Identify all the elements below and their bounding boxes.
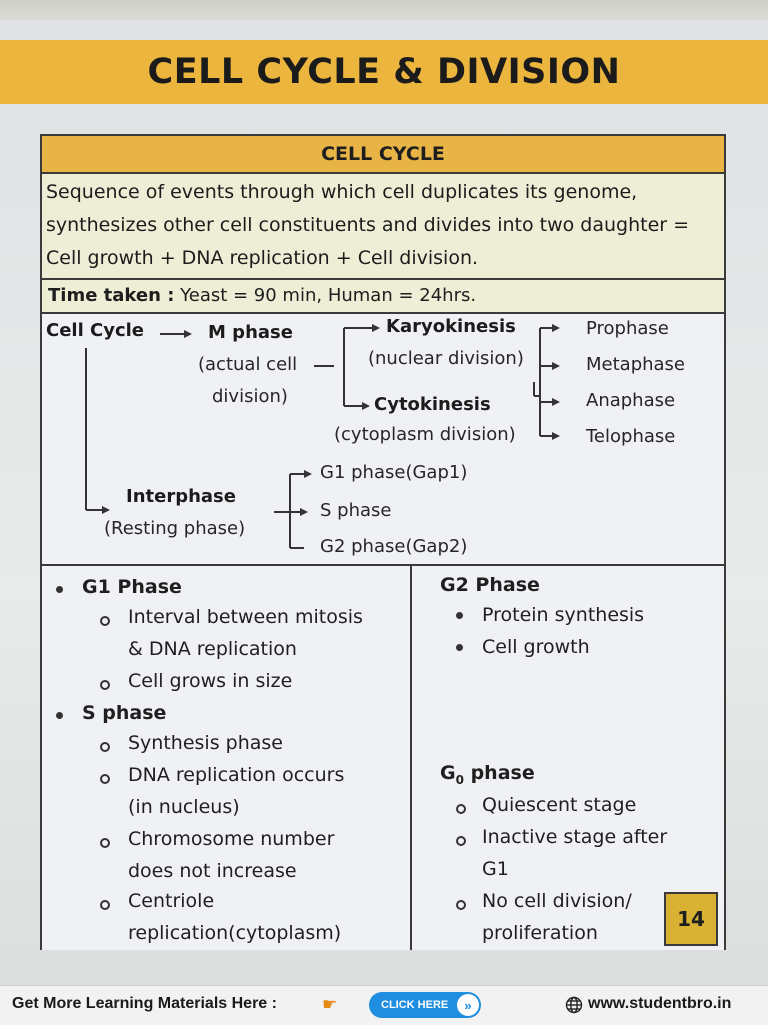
cell-cycle-diagram: Cell Cycle M phase (actual cell division… (42, 314, 724, 566)
g2-phase-label: G2 phase(Gap2) (320, 536, 468, 557)
telophase-label: Telophase (586, 426, 676, 447)
definition-box: Sequence of events through which cell du… (42, 174, 724, 278)
time-taken-row: Time taken : Yeast = 90 min, Human = 24h… (42, 278, 724, 314)
column-divider (410, 566, 412, 950)
time-value: Yeast = 90 min, Human = 24hrs. (180, 285, 477, 306)
circle-bullet-icon (456, 804, 466, 814)
m-phase-note-1: (actual cell (198, 354, 298, 375)
g0-item-1: Quiescent stage (482, 794, 637, 816)
circle-bullet-icon (100, 742, 110, 752)
time-label: Time taken : (48, 285, 175, 306)
left-column: G1 Phase Interval between mitosis & DNA … (42, 566, 408, 950)
phase-details: G1 Phase Interval between mitosis & DNA … (42, 566, 724, 950)
cell-cycle-root: Cell Cycle (46, 320, 145, 341)
g0-g: G (440, 762, 456, 784)
prophase-label: Prophase (586, 318, 669, 339)
s-item-1: Synthesis phase (128, 732, 283, 754)
bullet-icon (456, 612, 463, 619)
s-phase-title: S phase (82, 702, 167, 724)
globe-icon (565, 996, 583, 1014)
bullet-icon (456, 644, 463, 651)
g0-subscript: 0 (455, 772, 464, 787)
g2-item-2: Cell growth (482, 636, 590, 658)
click-here-button[interactable]: CLICK HERE » (369, 992, 481, 1018)
circle-bullet-icon (100, 774, 110, 784)
s-phase-label: S phase (320, 500, 392, 521)
g1-item-2: Cell grows in size (128, 670, 293, 692)
footer-bar: Get More Learning Materials Here : ☛ CLI… (0, 985, 768, 1025)
circle-bullet-icon (456, 900, 466, 910)
bullet-icon (56, 712, 63, 719)
g0-item-3b: proliferation (482, 922, 598, 944)
page-photo: CELL CYCLE & DIVISION CELL CYCLE Sequenc… (0, 0, 768, 985)
metaphase-label: Metaphase (586, 354, 686, 375)
circle-bullet-icon (100, 680, 110, 690)
m-phase-note-2: division) (212, 386, 288, 407)
g0-item-2b: G1 (482, 858, 509, 880)
karyokinesis-label: Karyokinesis (386, 316, 516, 337)
s-item-4a: Centriole (128, 890, 215, 912)
g1-phase-label: G1 phase(Gap1) (320, 462, 468, 483)
s-item-2a: DNA replication occurs (128, 764, 345, 786)
footer-message: Get More Learning Materials Here : (12, 995, 277, 1012)
anaphase-label: Anaphase (586, 390, 676, 411)
g0-item-3a: No cell division/ (482, 890, 632, 912)
s-item-3b: does not increase (128, 860, 297, 882)
card-heading: CELL CYCLE (42, 136, 724, 174)
page-number: 14 (664, 892, 718, 946)
title-band: CELL CYCLE & DIVISION (0, 40, 768, 104)
circle-bullet-icon (100, 900, 110, 910)
double-chevron-icon: » (457, 994, 479, 1016)
cytokinesis-label: Cytokinesis (374, 394, 491, 415)
circle-bullet-icon (100, 616, 110, 626)
cytokinesis-note: (cytoplasm division) (334, 424, 516, 445)
interphase-note: (Resting phase) (104, 518, 246, 539)
website-text: www.studentbro.in (588, 995, 732, 1012)
interphase-label: Interphase (126, 486, 236, 507)
g2-item-1: Protein synthesis (482, 604, 645, 626)
g2-phase-title: G2 Phase (440, 574, 540, 596)
m-phase-label: M phase (208, 322, 293, 343)
bullet-icon (56, 586, 63, 593)
click-here-label: CLICK HERE (381, 999, 449, 1011)
diagram-connectors (85, 324, 560, 549)
circle-bullet-icon (100, 838, 110, 848)
circle-bullet-icon (456, 836, 466, 846)
g0-rest: phase (463, 762, 535, 784)
g0-item-2a: Inactive stage after (482, 826, 668, 848)
s-item-2b: (in nucleus) (128, 796, 240, 818)
pointing-hand-icon: ☛ (322, 995, 338, 1015)
g1-item-1a: Interval between mitosis (128, 606, 363, 628)
page-title: CELL CYCLE & DIVISION (147, 52, 621, 92)
top-strip (0, 0, 768, 20)
karyokinesis-note: (nuclear division) (368, 348, 524, 369)
right-column: G2 Phase Protein synthesis Cell growth G… (414, 566, 724, 950)
g1-phase-title: G1 Phase (82, 576, 182, 598)
definition-text: Sequence of events through which cell du… (46, 181, 690, 269)
cell-cycle-card: CELL CYCLE Sequence of events through wh… (40, 134, 726, 950)
s-item-4b: replication(cytoplasm) (128, 922, 342, 944)
g0-phase-title: G0 phase (440, 762, 535, 787)
website-link[interactable]: www.studentbro.in (566, 995, 731, 1013)
s-item-3a: Chromosome number (128, 828, 335, 850)
g1-item-1b: & DNA replication (128, 638, 297, 660)
